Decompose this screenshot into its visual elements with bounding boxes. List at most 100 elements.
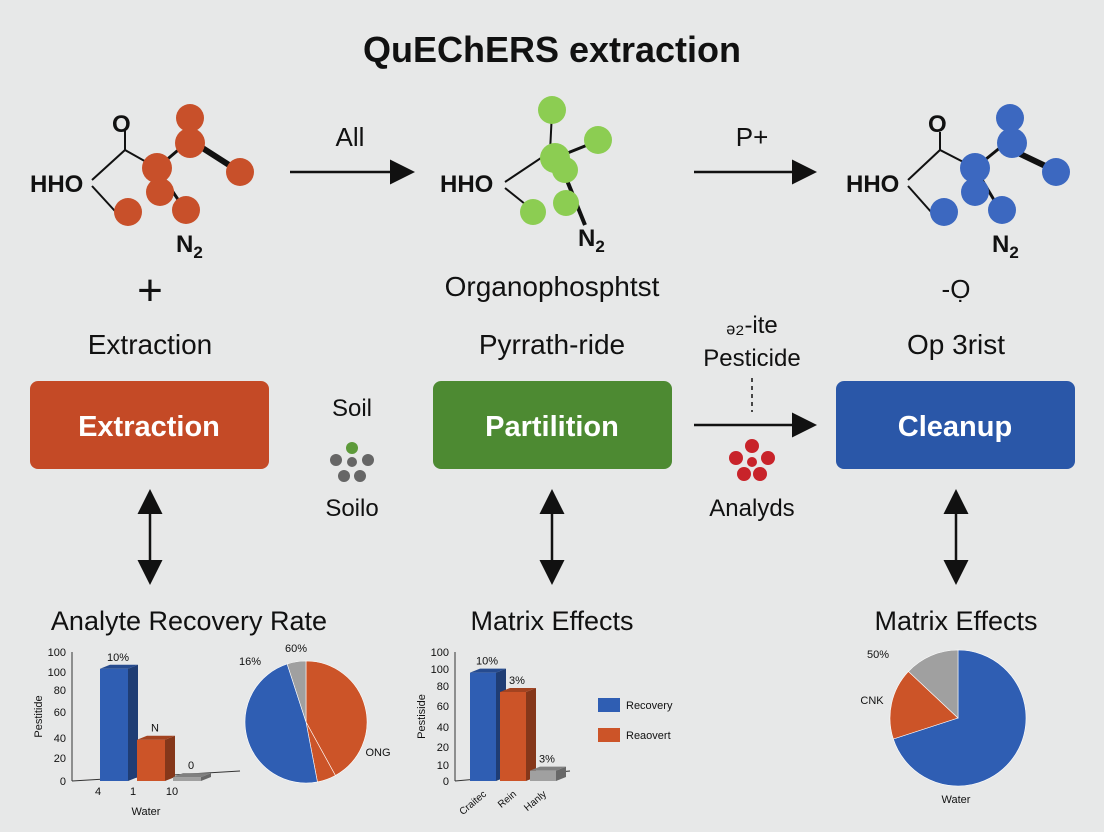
- panel-title-recovery: Analyte Recovery Rate: [51, 606, 327, 636]
- y-tick-label: 80: [54, 685, 66, 697]
- soil-icon: [330, 442, 374, 482]
- y-tick-label: 60: [54, 707, 66, 719]
- pie-chart-recovery: 60% ONG 16%: [239, 643, 391, 784]
- bar-side: [201, 773, 211, 781]
- y-axis-label: Pestiside: [416, 694, 428, 739]
- analyds-label: Analyds: [709, 495, 794, 522]
- y-axis-label: Pestitide: [33, 695, 45, 737]
- arrow-label-all: All: [336, 122, 365, 152]
- bar: [137, 739, 165, 781]
- pie-slice-label: Water: [942, 794, 971, 806]
- mol1-o-label: O: [112, 111, 131, 138]
- mol1-hho-label: HHO: [30, 171, 83, 198]
- step-cleanup: Cleanup: [836, 381, 1075, 469]
- bar-top: [100, 664, 138, 669]
- x-tick-label: Craitec: [458, 789, 489, 818]
- panel-title-matrix-1: Matrix Effects: [470, 606, 633, 636]
- bar-top: [173, 773, 211, 778]
- bar-top: [500, 687, 536, 692]
- y-tick-label: 0: [443, 776, 449, 788]
- bar: [470, 672, 496, 781]
- pie-slice: [244, 663, 318, 784]
- bar: [100, 668, 128, 781]
- mol2-hho-label: HHO: [440, 171, 493, 198]
- molecule-green: HHO N2: [440, 96, 612, 256]
- legend-swatch: [598, 728, 620, 742]
- legend-label: Recovery: [626, 700, 673, 712]
- bar-data-label: N: [151, 723, 159, 735]
- soil-label-bottom: Soilo: [325, 495, 378, 522]
- x-tick-label: 4: [95, 786, 101, 798]
- legend-swatch: [598, 698, 620, 712]
- bar: [530, 770, 556, 781]
- pie-slice: [892, 649, 1027, 787]
- bar-top: [530, 766, 566, 771]
- x-tick-label: 10: [166, 786, 178, 798]
- x-tick-label: 1: [130, 786, 136, 798]
- bar-side: [165, 735, 175, 781]
- y-tick-label: 20: [54, 753, 66, 765]
- y-tick-label: 60: [437, 701, 449, 713]
- pie-slice: [286, 660, 307, 723]
- y-tick-label: 100: [48, 647, 66, 659]
- col3-symbol: -Ọ: [942, 274, 971, 304]
- y-tick-label: 40: [437, 722, 449, 734]
- pie-slice: [305, 660, 368, 776]
- x-tick-label: Rein: [496, 789, 519, 811]
- panel-title-matrix-2: Matrix Effects: [874, 606, 1037, 636]
- y-tick-label: 100: [431, 664, 449, 676]
- y-tick-label: 100: [48, 667, 66, 679]
- col2-label-a: Organophosphtst: [445, 271, 660, 302]
- col2-label-b: Pyrrath-ride: [479, 329, 625, 360]
- step-cleanup-label: Cleanup: [898, 411, 1012, 443]
- bar-top: [470, 668, 506, 673]
- step-extraction-label: Extraction: [78, 411, 220, 443]
- arrow-label-p: P+: [736, 122, 769, 152]
- analyte-icon: [729, 439, 775, 481]
- mol3-hho-label: HHO: [846, 171, 899, 198]
- pie-slice-label: 16%: [239, 656, 261, 668]
- legend-label: Reaovert: [626, 730, 671, 742]
- mol1-n-label: N2: [176, 231, 203, 262]
- col3-label: Op 3rist: [907, 329, 1005, 360]
- y-tick-label: 100: [431, 647, 449, 659]
- soil-label-top: Soil: [332, 395, 372, 422]
- mol2-n-label: N2: [578, 225, 605, 256]
- mid-label-pesticide: Pesticide: [703, 345, 800, 372]
- pie-slice-label: 50%: [867, 649, 889, 661]
- step-extraction: Extraction: [30, 381, 269, 469]
- bar-side: [128, 664, 138, 781]
- pie-slice-label: ONG: [365, 747, 390, 759]
- bar: [173, 777, 201, 781]
- pie-slice-label: 60%: [285, 643, 307, 655]
- x-axis-label: Water: [132, 806, 161, 818]
- bar: [500, 691, 526, 781]
- pie-slice: [889, 671, 959, 740]
- col1-label: Extraction: [88, 329, 213, 360]
- bar-top: [137, 735, 175, 740]
- step-partition-label: Partilition: [485, 411, 619, 443]
- diagram-title: QuEChERS extraction: [363, 29, 741, 70]
- y-tick-label: 80: [437, 681, 449, 693]
- bar-data-label: 10%: [107, 652, 129, 664]
- bar-side: [556, 766, 566, 781]
- y-tick-label: 40: [54, 733, 66, 745]
- mol3-n-label: N2: [992, 231, 1019, 262]
- bar-data-label: 10%: [476, 656, 498, 668]
- bar-data-label: 3%: [509, 675, 525, 687]
- mid-label-ite: ₔ₂-ite: [726, 312, 778, 339]
- y-tick-label: 0: [60, 776, 66, 788]
- molecule-orange: O HHO N2: [30, 104, 254, 262]
- bar-data-label: 3%: [539, 754, 555, 766]
- molecule-blue: O HHO N2: [846, 104, 1070, 262]
- y-tick-label: 10: [437, 760, 449, 772]
- mol3-o-label: O: [928, 111, 947, 138]
- bar-data-label: 0: [188, 760, 194, 772]
- y-tick-label: 20: [437, 742, 449, 754]
- x-tick-label: Hanly: [522, 789, 549, 814]
